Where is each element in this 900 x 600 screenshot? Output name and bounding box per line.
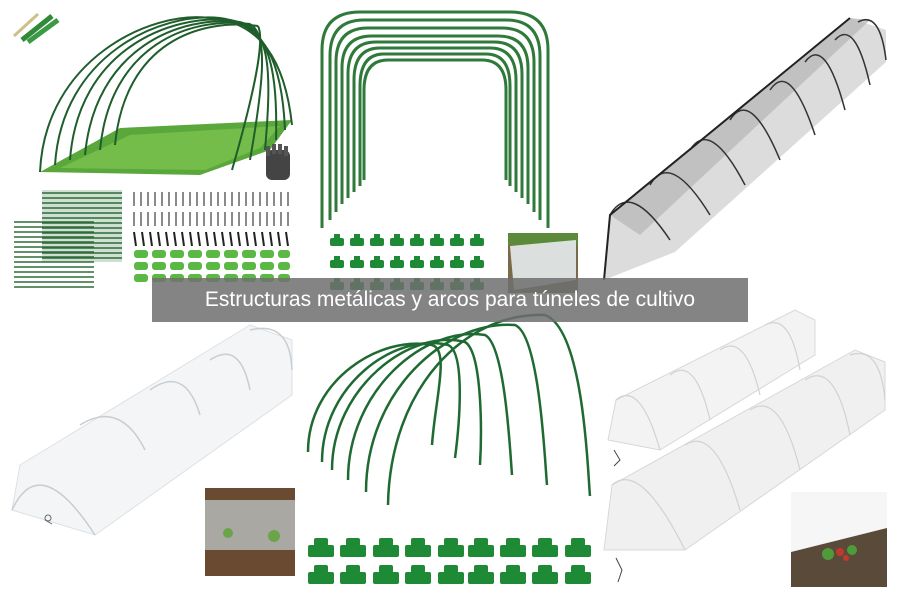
panel-mesh-tunnel [600,0,900,300]
strawberry-inset [791,492,887,587]
drawstring-icon [613,449,623,583]
hoop-tunnel-illustration [12,12,293,288]
image-caption: Estructuras metálicas y arcos para túnel… [152,278,748,322]
glove-icon [266,144,290,180]
rod-bundle-back [42,190,122,262]
rods-bundle-icon [12,12,60,45]
panel-clear-film-tunnel [0,300,300,600]
soil-film-inset [205,488,295,576]
round-hoops-illustration [306,313,592,584]
clear-film-tunnel-illustration [11,324,295,576]
t-clips-bottom [308,538,591,584]
fleece-tunnels-illustration [603,309,887,587]
rectangular-hoops-illustration [320,10,578,293]
panel-green-hoop-tunnel [0,0,300,300]
panel-rectangular-hoops [300,0,600,300]
panel-round-hoops [300,300,600,600]
mesh-tunnel-illustration [603,17,887,281]
panel-fleece-tunnels [600,300,900,600]
drawstring-icon [44,514,53,525]
